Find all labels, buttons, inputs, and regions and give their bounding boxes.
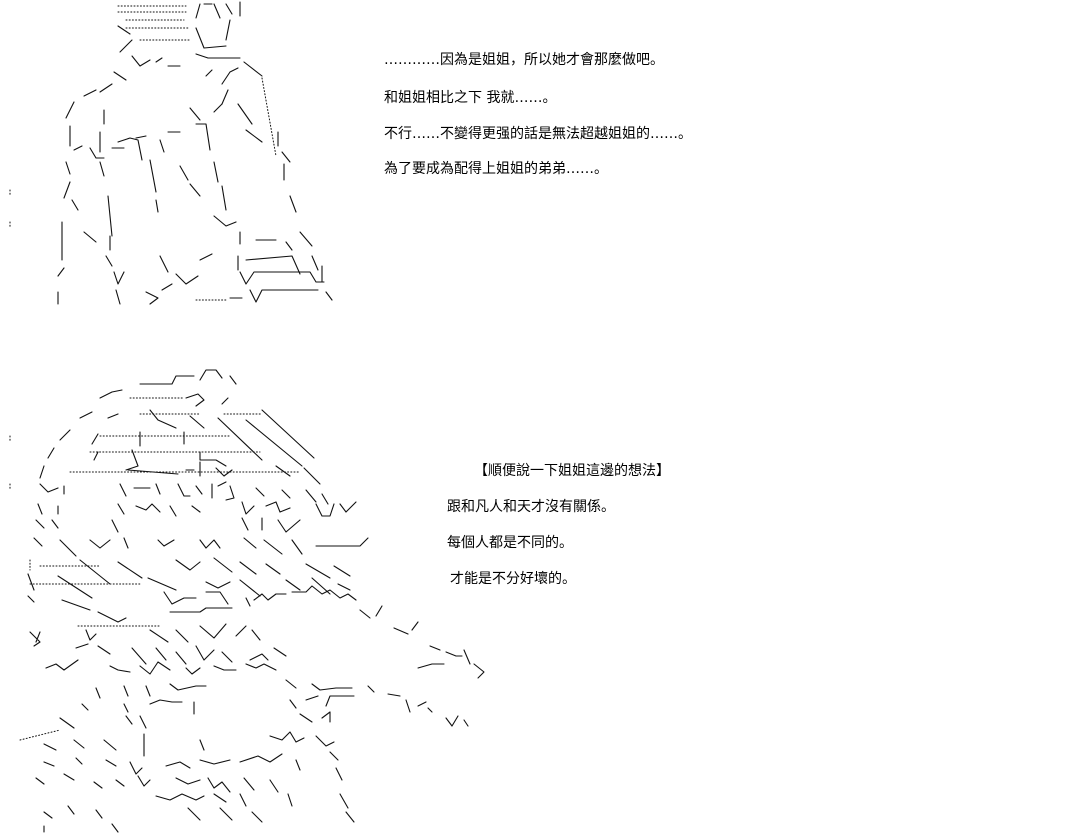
- panel-2-line-2: 每個人都是不同的。: [447, 535, 573, 551]
- panel-1-line-1: …………因為是姐姐，所以她才會那麼做吧。: [384, 52, 664, 68]
- panel-2-line-3: 才能是不分好壞的。: [450, 571, 576, 587]
- panel-2-line-1: 跟和凡人和天才沒有關係。: [447, 499, 615, 515]
- panel-1-line-2: 和姐姐相比之下 我就……。: [384, 90, 557, 106]
- panel-2-heading: 【順便說一下姐姐這邊的想法】: [474, 463, 670, 479]
- panel-1-line-3: 不行……不變得更强的話是無法超越姐姐的……。: [384, 126, 692, 142]
- panel-1-line-4: 為了要成為配得上姐姐的弟弟……。: [384, 161, 608, 177]
- ascii-art-figure-icon: [9, 1, 333, 305]
- ascii-art-girl-icon: [9, 369, 485, 833]
